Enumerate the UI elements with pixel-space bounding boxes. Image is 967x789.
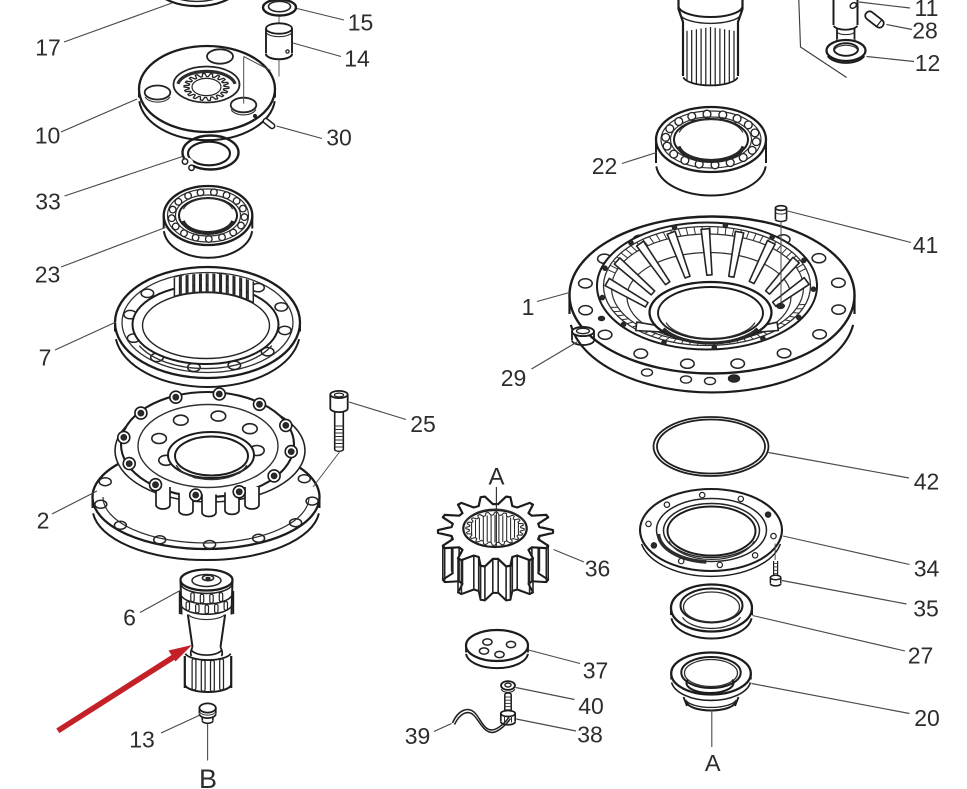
svg-text:37: 37 (583, 657, 609, 683)
svg-text:20: 20 (914, 705, 940, 731)
svg-text:27: 27 (908, 642, 934, 668)
svg-text:14: 14 (344, 45, 370, 71)
svg-text:17: 17 (35, 34, 61, 60)
svg-text:38: 38 (577, 721, 603, 747)
svg-text:28: 28 (912, 17, 938, 43)
svg-text:6: 6 (123, 604, 136, 630)
svg-text:34: 34 (914, 555, 940, 581)
svg-text:A: A (488, 463, 504, 490)
svg-text:33: 33 (35, 188, 61, 214)
svg-text:36: 36 (585, 555, 611, 581)
svg-text:22: 22 (592, 153, 618, 179)
svg-text:41: 41 (913, 232, 939, 258)
svg-text:2: 2 (37, 507, 50, 533)
svg-text:30: 30 (326, 124, 352, 150)
svg-text:40: 40 (578, 693, 604, 719)
svg-text:7: 7 (39, 344, 52, 370)
svg-text:11: 11 (915, 0, 939, 21)
svg-text:12: 12 (915, 50, 941, 76)
svg-text:B: B (199, 764, 217, 789)
svg-text:10: 10 (35, 122, 61, 148)
svg-text:35: 35 (913, 595, 939, 621)
svg-text:29: 29 (501, 365, 527, 391)
svg-text:1: 1 (522, 294, 535, 320)
svg-text:A: A (705, 750, 721, 776)
svg-text:39: 39 (405, 723, 431, 749)
svg-text:25: 25 (410, 411, 436, 437)
svg-text:13: 13 (129, 726, 155, 752)
svg-text:42: 42 (914, 468, 940, 494)
svg-text:23: 23 (35, 261, 61, 287)
svg-text:15: 15 (348, 9, 374, 35)
